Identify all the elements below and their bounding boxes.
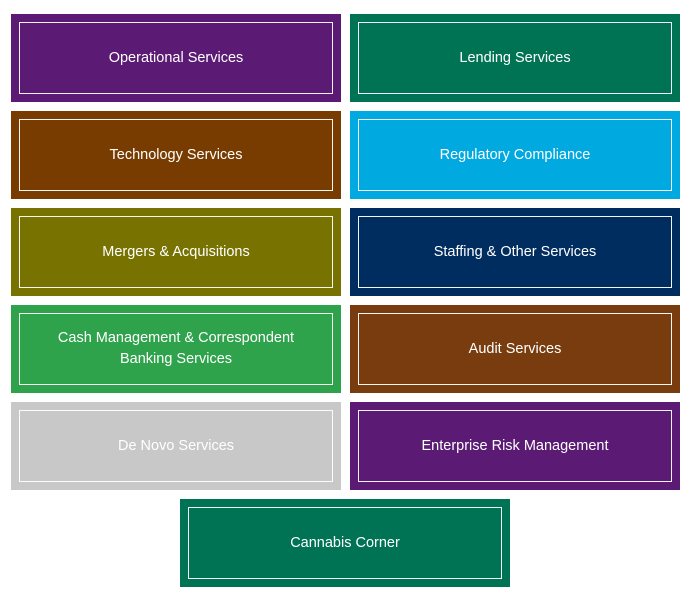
tile-inner-border: Cash Management & Correspondent Banking …	[19, 313, 333, 385]
tile-cash-management-correspondent-banking[interactable]: Cash Management & Correspondent Banking …	[11, 305, 341, 393]
tile-inner-border: Operational Services	[19, 22, 333, 94]
tile-audit-services[interactable]: Audit Services	[350, 305, 680, 393]
tile-label: De Novo Services	[117, 437, 235, 454]
tile-label: Cannabis Corner	[290, 534, 400, 551]
tile-inner-border: Enterprise Risk Management	[358, 410, 672, 482]
tile-label: Lending Services	[459, 49, 571, 66]
tile-label: Enterprise Risk Management	[421, 437, 609, 454]
tile-staffing-other-services[interactable]: Staffing & Other Services	[350, 208, 680, 296]
tile-label: Technology Services	[109, 146, 243, 163]
tile-inner-border: Regulatory Compliance	[358, 119, 672, 191]
tile-technology-services[interactable]: Technology Services	[11, 111, 341, 199]
tile-inner-border: De Novo Services	[19, 410, 333, 482]
tile-label: Operational Services	[108, 49, 244, 66]
tile-label: Staffing & Other Services	[433, 243, 597, 260]
tile-label: Cash Management & Correspondent Banking …	[57, 330, 295, 367]
tile-label: Audit Services	[468, 340, 562, 357]
tile-inner-border: Mergers & Acquisitions	[19, 216, 333, 288]
tile-inner-border: Staffing & Other Services	[358, 216, 672, 288]
tile-operational-services[interactable]: Operational Services	[11, 14, 341, 102]
tile-lending-services[interactable]: Lending Services	[350, 14, 680, 102]
tile-label: Mergers & Acquisitions	[102, 243, 250, 260]
tile-de-novo-services[interactable]: De Novo Services	[11, 402, 341, 490]
tile-regulatory-compliance[interactable]: Regulatory Compliance	[350, 111, 680, 199]
tile-inner-border: Lending Services	[358, 22, 672, 94]
tile-mergers-acquisitions[interactable]: Mergers & Acquisitions	[11, 208, 341, 296]
tile-enterprise-risk-management[interactable]: Enterprise Risk Management	[350, 402, 680, 490]
tile-cannabis-corner[interactable]: Cannabis Corner	[180, 499, 510, 587]
tile-inner-border: Cannabis Corner	[188, 507, 502, 579]
tile-label: Regulatory Compliance	[439, 146, 591, 163]
tile-inner-border: Technology Services	[19, 119, 333, 191]
tile-inner-border: Audit Services	[358, 313, 672, 385]
